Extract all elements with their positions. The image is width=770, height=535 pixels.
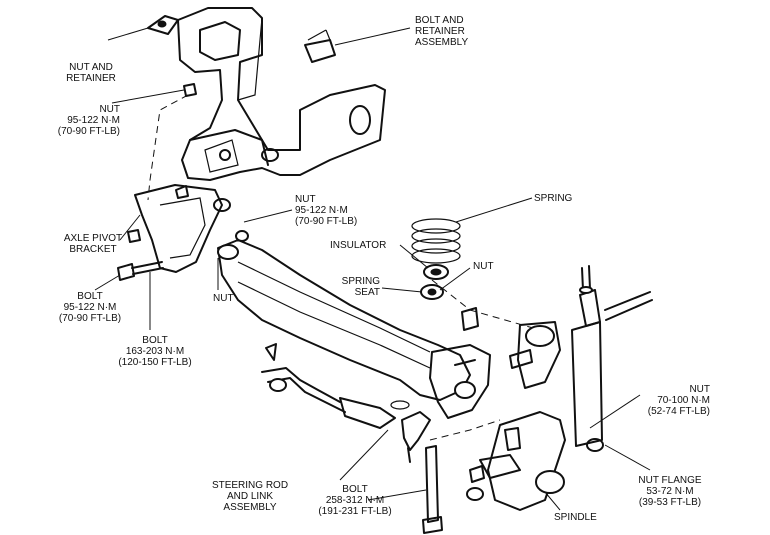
steering-rod-part xyxy=(261,343,431,463)
spring-seat-part xyxy=(420,284,444,300)
nut-top-part xyxy=(183,83,197,97)
alignment-line-bolt xyxy=(429,419,501,441)
nut-small-left-part xyxy=(127,229,141,243)
radius-arm-stud-part xyxy=(461,307,533,369)
shock-absorber-part xyxy=(517,265,653,452)
bolt-and-retainer-part xyxy=(304,29,336,63)
spindle-part xyxy=(466,411,566,511)
leader-lines xyxy=(94,27,651,511)
axle-pivot-bracket-part xyxy=(134,184,231,273)
axle-end-bracket-part xyxy=(429,344,491,419)
twin-i-beam-axle-part xyxy=(217,230,471,401)
frame-crossmember xyxy=(177,7,386,181)
label-nut-small-right: NUT xyxy=(473,261,494,272)
coil-spring-part xyxy=(411,218,461,264)
bolt-left-part xyxy=(117,261,164,281)
bolt-bottom-part xyxy=(422,445,443,534)
alignment-line-spring xyxy=(431,279,541,331)
insulator-part xyxy=(423,264,449,280)
label-nut-small-left: NUT xyxy=(213,293,234,304)
label-spring: SPRING xyxy=(534,193,573,204)
label-insulator: INSULATOR xyxy=(330,240,387,251)
label-spindle: SPINDLE xyxy=(554,512,597,523)
alignment-line-pivot xyxy=(147,94,189,201)
nut-and-retainer-part xyxy=(147,15,179,35)
